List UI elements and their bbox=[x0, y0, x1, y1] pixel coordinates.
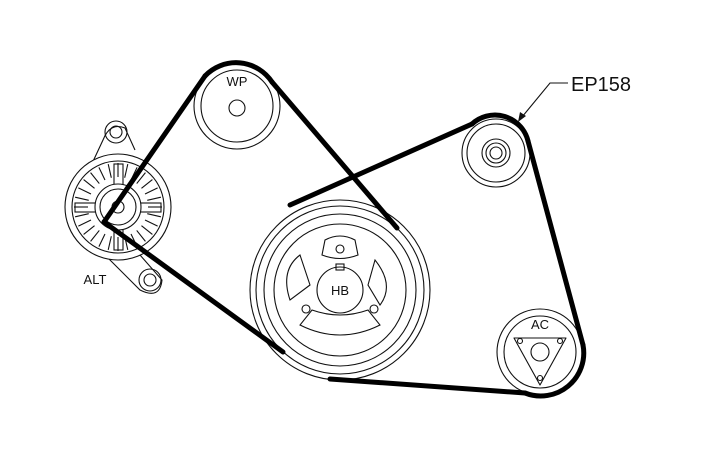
balancer-rim-2 bbox=[263, 213, 417, 367]
idler-bore bbox=[489, 146, 503, 160]
ac-rivet bbox=[556, 337, 564, 345]
ac-rivet bbox=[536, 374, 544, 382]
label-hb: HB bbox=[331, 283, 349, 298]
alternator-fin bbox=[98, 233, 106, 247]
callout-part-number: EP158 bbox=[571, 74, 631, 96]
belt-wrap-wp bbox=[202, 60, 275, 85]
alternator-fin bbox=[144, 187, 158, 195]
ac-inner bbox=[503, 315, 577, 389]
alternator-fin bbox=[136, 172, 146, 184]
balancer-bolt-hole bbox=[369, 304, 379, 314]
balancer-rim-1 bbox=[255, 205, 425, 375]
alternator-fin bbox=[83, 225, 95, 235]
ac-rivet bbox=[516, 337, 524, 345]
part-callout bbox=[518, 82, 568, 122]
harmonic-balancer-pulley bbox=[249, 199, 431, 381]
serpentine-belt bbox=[101, 60, 587, 399]
alternator-fin bbox=[124, 163, 129, 178]
belt-span-idler-ac bbox=[525, 138, 586, 348]
callout-leader-line bbox=[521, 82, 568, 118]
alternator-fin bbox=[136, 230, 146, 242]
belt-span-ac-hb bbox=[327, 376, 528, 396]
alternator-fin bbox=[147, 213, 162, 218]
alternator-fin bbox=[141, 179, 153, 189]
alternator-lower-bolt-ring bbox=[138, 268, 162, 292]
alternator-fin bbox=[90, 230, 100, 242]
ac-hub bbox=[530, 342, 550, 362]
water-pump-hub bbox=[228, 99, 246, 117]
belt-span-hb-alt bbox=[101, 219, 286, 355]
label-ac: AC bbox=[531, 317, 549, 332]
alternator-fin bbox=[83, 179, 95, 189]
ac-clutch-plate bbox=[513, 337, 567, 386]
alternator-fin bbox=[74, 213, 89, 218]
balancer-spoke-bottom bbox=[299, 309, 381, 336]
balancer-spoke-right bbox=[367, 258, 387, 306]
alternator-body-inner bbox=[71, 160, 165, 254]
label-alt: ALT bbox=[84, 272, 107, 287]
alternator-fin bbox=[98, 167, 106, 181]
balancer-keyway bbox=[335, 263, 345, 271]
belt-span-wp-hb bbox=[269, 79, 400, 231]
alternator-fin bbox=[107, 163, 112, 178]
alternator-lower-mount bbox=[99, 249, 163, 294]
alternator-fin bbox=[147, 196, 162, 201]
water-pump-pulley-inner bbox=[200, 69, 274, 143]
belt-wrap-idler bbox=[469, 112, 531, 144]
alternator-pulley-groove bbox=[99, 188, 137, 226]
belt-wrap-ac bbox=[522, 342, 587, 399]
idler-bearing-ring bbox=[485, 142, 507, 164]
alternator-upper-bolt-ring bbox=[104, 120, 128, 144]
alternator-fin bbox=[74, 196, 89, 201]
alternator-fin bbox=[144, 219, 158, 227]
belt-span-alt-wp bbox=[101, 73, 208, 225]
idler-inner bbox=[466, 123, 526, 183]
balancer-spoke-top bbox=[321, 235, 359, 260]
balancer-inner bbox=[273, 223, 407, 357]
alternator-lower-bolt-hole bbox=[143, 273, 157, 287]
alternator-fin bbox=[78, 187, 92, 195]
alternator-fin bbox=[141, 225, 153, 235]
alternator-upper-bolt-hole bbox=[109, 125, 123, 139]
balancer-bolt-hole bbox=[301, 304, 311, 314]
balancer-hub bbox=[316, 266, 364, 314]
balancer-spoke-left bbox=[286, 254, 311, 301]
belt-span-hb-idler bbox=[287, 121, 475, 208]
balancer-bolt-hole bbox=[335, 244, 345, 254]
idler-pulley bbox=[461, 118, 531, 188]
alternator bbox=[64, 120, 172, 294]
idler-bearing bbox=[481, 138, 511, 168]
alternator-fin bbox=[107, 236, 112, 251]
alternator-fin bbox=[90, 172, 100, 184]
label-wp: WP bbox=[227, 74, 248, 89]
alternator-fin bbox=[78, 219, 92, 227]
ac-compressor-pulley bbox=[496, 308, 584, 396]
callout-arrowhead bbox=[518, 112, 526, 122]
